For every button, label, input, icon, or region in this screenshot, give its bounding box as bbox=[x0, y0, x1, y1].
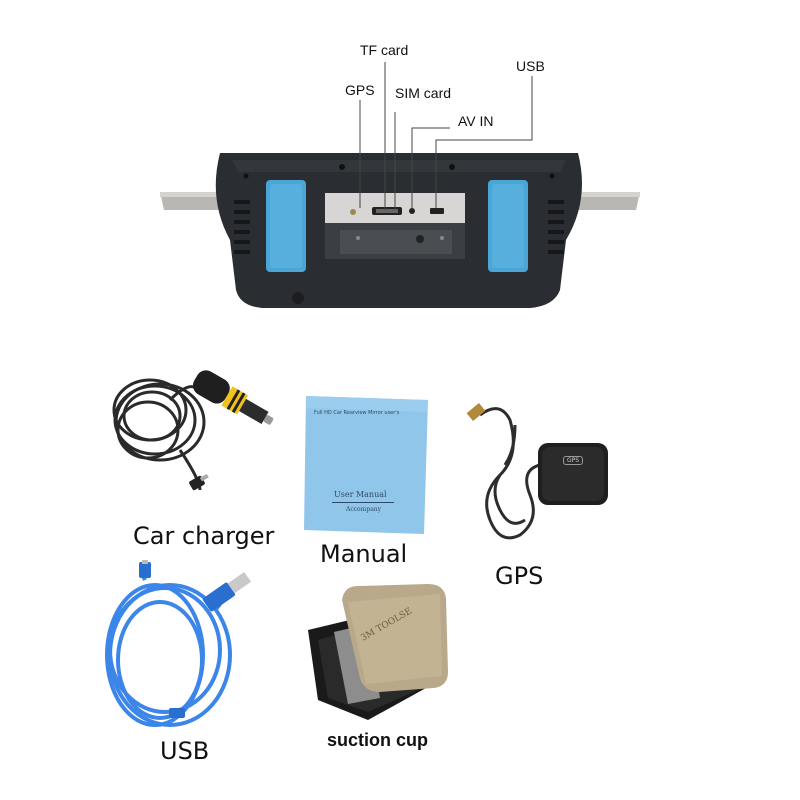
usb-caption: USB bbox=[160, 737, 210, 765]
gps-antenna-image: GPS bbox=[460, 395, 620, 550]
gps-puck-label: GPS bbox=[563, 456, 584, 465]
gps-port-label: GPS bbox=[345, 82, 375, 98]
av-in-label: AV IN bbox=[458, 113, 494, 129]
tf-card-label: TF card bbox=[360, 42, 409, 58]
manual-header-text: Full HD Car Rearview Mirror user's bbox=[314, 410, 400, 416]
gps-caption: GPS bbox=[495, 562, 544, 590]
car-charger-image bbox=[100, 350, 290, 520]
suction-cup-image: 3M TOOLSE bbox=[298, 580, 463, 725]
device-illustration bbox=[0, 0, 800, 330]
manual-title-text: User Manual bbox=[334, 490, 387, 499]
sim-card-label: SIM card bbox=[395, 85, 452, 101]
manual-caption: Manual bbox=[320, 540, 408, 568]
usb-port-label: USB bbox=[516, 58, 545, 74]
usb-cable-image bbox=[85, 560, 260, 735]
manual-image: Full HD Car Rearview Mirror user's User … bbox=[300, 392, 435, 537]
suction-cup-caption: suction cup bbox=[327, 730, 429, 750]
manual-subtitle-text: Accompany bbox=[346, 506, 382, 513]
car-charger-caption: Car charger bbox=[133, 522, 275, 550]
